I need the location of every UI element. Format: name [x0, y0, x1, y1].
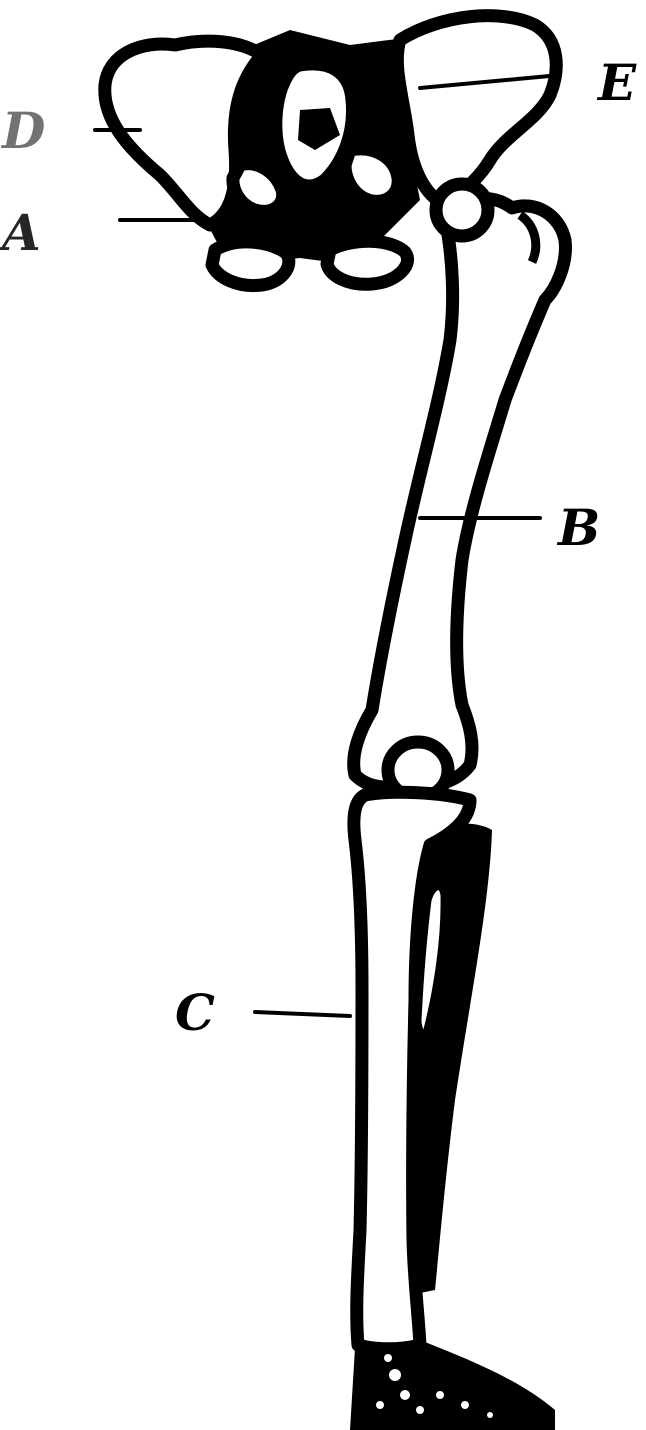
label-c: C: [175, 983, 215, 1042]
pelvic-cavity-left: [233, 164, 283, 212]
leader-c: [255, 1012, 350, 1016]
femoral-head: [436, 184, 488, 236]
label-e: E: [596, 53, 637, 112]
left-obturator: [212, 242, 289, 286]
lower-leg: [350, 792, 555, 1430]
label-b: B: [556, 498, 600, 557]
label-a: A: [0, 203, 41, 262]
right-obturator: [327, 241, 408, 284]
right-iliac-wing: [397, 16, 556, 205]
label-d: D: [0, 101, 45, 160]
foot-bones: [350, 1342, 555, 1430]
pelvic-cavity-right: [345, 149, 398, 201]
